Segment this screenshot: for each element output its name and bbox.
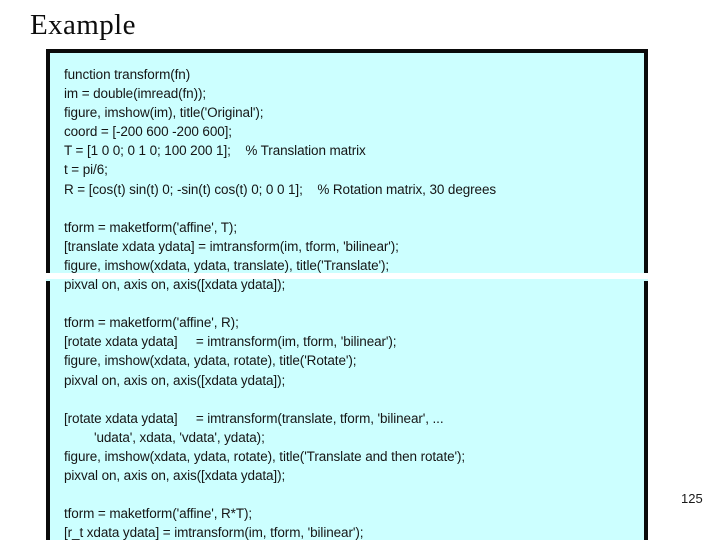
- figure-border-right-lower: [644, 281, 648, 540]
- figure-border-left-lower: [46, 281, 50, 540]
- code-line: tform = maketform('affine', R);: [64, 315, 239, 331]
- code-line: tform = maketform('affine', T);: [64, 219, 237, 235]
- figure-border-right-upper: [644, 49, 648, 275]
- figure-border-left-upper: [46, 49, 50, 275]
- scan-seam-outer: [0, 273, 720, 278]
- code-line: figure, imshow(xdata, ydata, rotate), ti…: [64, 353, 357, 369]
- code-listing: function transform(fn) im = double(imread…: [64, 65, 640, 540]
- code-line: R = [cos(t) sin(t) 0; -sin(t) cos(t) 0; …: [64, 181, 497, 197]
- code-line: pixval on, axis on, axis([xdata ydata]);: [64, 277, 286, 293]
- code-line: [rotate xdata ydata] = imtransform(im, t…: [64, 334, 397, 350]
- code-line: [r_t xdata ydata] = imtransform(im, tfor…: [64, 525, 364, 540]
- slide-page-number: 125: [681, 491, 703, 506]
- code-line-blank: [64, 390, 640, 409]
- code-line: [translate xdata ydata] = imtransform(im…: [64, 238, 399, 254]
- code-line: figure, imshow(im), title('Original');: [64, 105, 264, 121]
- code-line: [rotate xdata ydata] = imtransform(trans…: [64, 410, 444, 426]
- code-line: pixval on, axis on, axis([xdata ydata]);: [64, 467, 286, 483]
- code-line: 'udata', xdata, 'vdata', ydata);: [94, 429, 265, 445]
- code-line: pixval on, axis on, axis([xdata ydata]);: [64, 372, 286, 388]
- code-line: figure, imshow(xdata, ydata, rotate), ti…: [64, 448, 466, 464]
- code-line: tform = maketform('affine', R*T);: [64, 506, 253, 522]
- code-line-blank: [64, 485, 640, 504]
- code-line: figure, imshow(xdata, ydata, translate),…: [64, 257, 390, 273]
- code-line: T = [1 0 0; 0 1 0; 100 200 1]; % Transla…: [64, 143, 366, 159]
- code-line-blank: [64, 294, 640, 313]
- figure-border-top: [46, 49, 648, 53]
- code-line: function transform(fn): [64, 67, 191, 82]
- code-line: im = double(imread(fn));: [64, 86, 207, 102]
- code-line: t = pi/6;: [64, 162, 108, 178]
- code-line: coord = [-200 600 -200 600];: [64, 124, 232, 140]
- code-line-blank: [64, 199, 640, 218]
- code-figure-image: function transform(fn) im = double(imread…: [46, 49, 648, 540]
- page-title: Example: [30, 9, 136, 41]
